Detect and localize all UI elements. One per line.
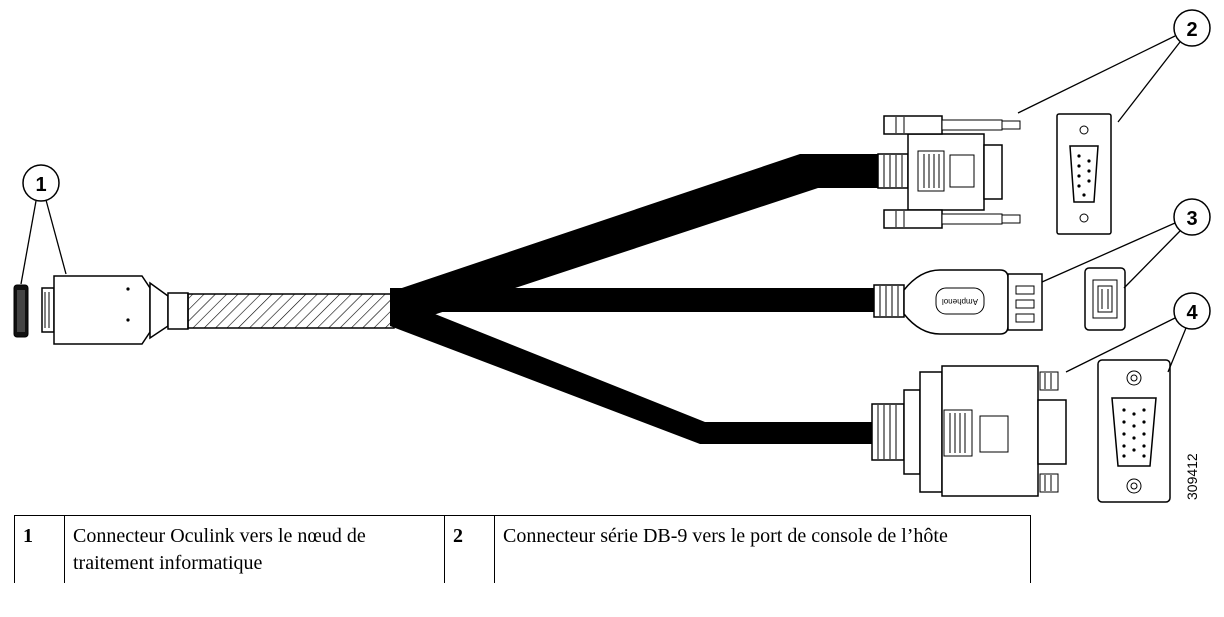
oculink-connector [13, 275, 189, 345]
callout-3: 3 [1041, 198, 1211, 289]
callout-2-number: 2 [1186, 19, 1197, 41]
legend-table: 1 Connecteur Oculink vers le nœud de tra… [14, 515, 1031, 583]
db9-connector-side [877, 115, 1021, 229]
usb-connector-side: Amphenol [873, 269, 1043, 335]
legend-number-2: 2 [444, 515, 495, 583]
callout-1: 1 [20, 164, 67, 285]
legend-description-1: Connecteur Oculink vers le nœud de trait… [64, 515, 445, 583]
callout-1-number: 1 [35, 174, 46, 196]
callout-3-number: 3 [1186, 208, 1197, 230]
figure-id: 309412 [1184, 453, 1200, 500]
callout-2: 2 [1017, 9, 1211, 123]
db9-connector-front [1056, 113, 1112, 235]
callout-4-number: 4 [1186, 302, 1198, 324]
legend-number-1: 1 [14, 515, 65, 583]
cable-branches [390, 154, 880, 444]
callout-4: 4 [1065, 292, 1211, 373]
vga-connector-front [1097, 359, 1171, 503]
vga-connector-side [871, 365, 1067, 497]
cable-diagram: Amphenol [13, 9, 1211, 503]
usb-connector-front [1084, 267, 1126, 331]
braided-cable-section [187, 293, 395, 329]
legend-description-2: Connecteur série DB-9 vers le port de co… [494, 515, 1031, 583]
legend-row: 1 Connecteur Oculink vers le nœud de tra… [14, 515, 1031, 583]
amphenol-brand-text: Amphenol [942, 297, 978, 306]
